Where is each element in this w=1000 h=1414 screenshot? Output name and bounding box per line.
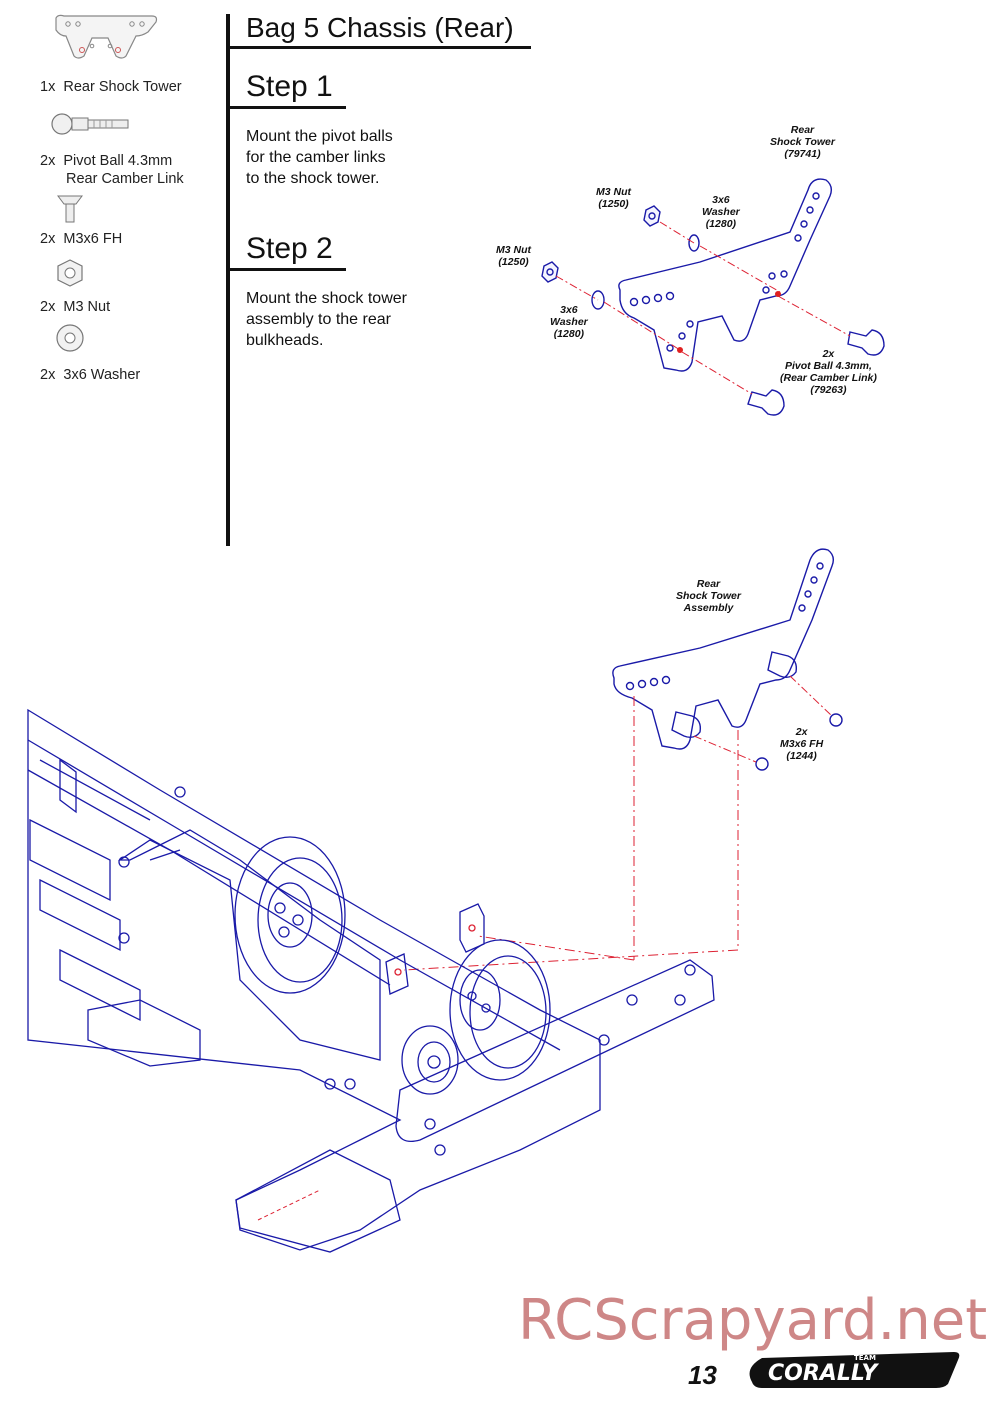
step2-diagram bbox=[403, 548, 843, 971]
part-m3-nut: 2x M3 Nut bbox=[20, 258, 220, 315]
part-qty: 1x bbox=[40, 79, 56, 95]
part-name: Pivot Ball 4.3mm bbox=[63, 153, 173, 169]
step1-underline bbox=[230, 106, 346, 109]
part-qty: 2x bbox=[40, 153, 56, 169]
part-name: 3x6 Washer bbox=[63, 367, 141, 383]
shock-tower-icon bbox=[55, 14, 158, 59]
flat-head-screw-icon bbox=[57, 195, 83, 223]
part-qty: 2x bbox=[40, 231, 56, 247]
watermark: RCScrapyard.net bbox=[518, 1288, 988, 1353]
page-number: 13 bbox=[688, 1360, 717, 1390]
column-divider bbox=[226, 14, 230, 546]
callout-m3-nut-top: M3 Nut (1250) bbox=[596, 186, 631, 210]
callout-washer-left: 3x6 Washer (1280) bbox=[550, 304, 588, 340]
part-qty: 2x bbox=[40, 299, 56, 315]
step1-instructions: Mount the pivot balls for the camber lin… bbox=[246, 128, 393, 187]
page-title: Bag 5 Chassis (Rear) bbox=[246, 12, 514, 43]
hex-nut-icon bbox=[57, 259, 83, 287]
svg-text:CORALLY: CORALLY bbox=[768, 1361, 879, 1386]
callout-shock-tower-assembly: Rear Shock Tower Assembly bbox=[676, 578, 741, 614]
washer-icon bbox=[56, 324, 84, 352]
part-washer: 2x 3x6 Washer bbox=[20, 324, 220, 383]
part-rear-shock-tower: 1x Rear Shock Tower bbox=[20, 10, 220, 95]
step2-title: Step 2 bbox=[246, 232, 333, 265]
callout-m3-nut-left: M3 Nut (1250) bbox=[496, 244, 531, 268]
callout-m3x6-fh: 2x M3x6 FH (1244) bbox=[780, 726, 824, 762]
callout-pivot-ball: 2x Pivot Ball 4.3mm, (Rear Camber Link) … bbox=[780, 348, 877, 396]
team-corally-logo: CORALLY TEAM bbox=[749, 1352, 960, 1388]
part-qty: 2x bbox=[40, 367, 56, 383]
chassis-drawing bbox=[27, 708, 715, 1253]
step1-diagram bbox=[541, 178, 885, 416]
title-underline bbox=[230, 46, 531, 49]
step2-instructions: Mount the shock tower assembly to the re… bbox=[246, 290, 407, 349]
svg-text:TEAM: TEAM bbox=[854, 1354, 876, 1362]
step1-title: Step 1 bbox=[246, 70, 333, 103]
part-name-line2: Rear Camber Link bbox=[66, 171, 184, 187]
part-name: M3x6 FH bbox=[63, 231, 123, 247]
part-name: Rear Shock Tower bbox=[63, 79, 182, 95]
part-pivot-ball: 2x Pivot Ball 4.3mm Rear Camber Link bbox=[20, 110, 220, 187]
callout-rear-shock-tower: Rear Shock Tower (79741) bbox=[770, 124, 835, 160]
step2-underline bbox=[230, 268, 346, 271]
part-m3x6-fh: 2x M3x6 FH bbox=[20, 192, 220, 247]
callout-washer-top: 3x6 Washer (1280) bbox=[702, 194, 740, 230]
pivot-ball-icon bbox=[51, 113, 129, 135]
part-name: M3 Nut bbox=[63, 299, 111, 315]
